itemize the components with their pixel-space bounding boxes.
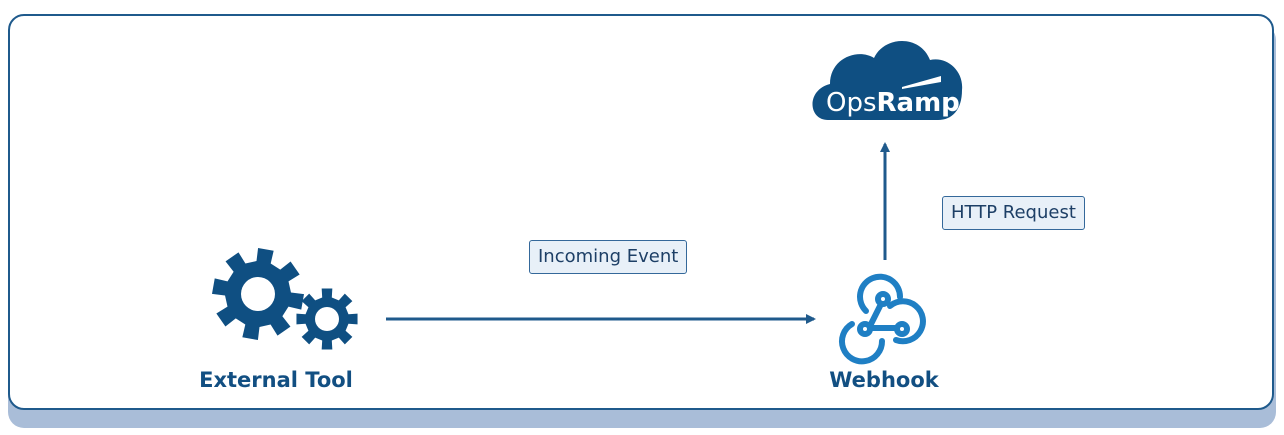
cloud-logo-icon: OpsRamp [812, 41, 963, 120]
gears-icon [211, 247, 358, 350]
external-tool-label: External Tool [199, 368, 353, 392]
opsramp-logo-light: Ops [826, 88, 877, 118]
webhook-icon [839, 273, 926, 365]
webhook-label: Webhook [829, 368, 939, 392]
http-request-label: HTTP Request [942, 196, 1085, 230]
big-gear-hole [241, 277, 275, 311]
svg-text:OpsRamp: OpsRamp [826, 88, 960, 118]
small-gear-hole [315, 307, 339, 331]
incoming-event-label: Incoming Event [529, 240, 688, 274]
opsramp-logo-bold: Ramp [877, 88, 960, 118]
